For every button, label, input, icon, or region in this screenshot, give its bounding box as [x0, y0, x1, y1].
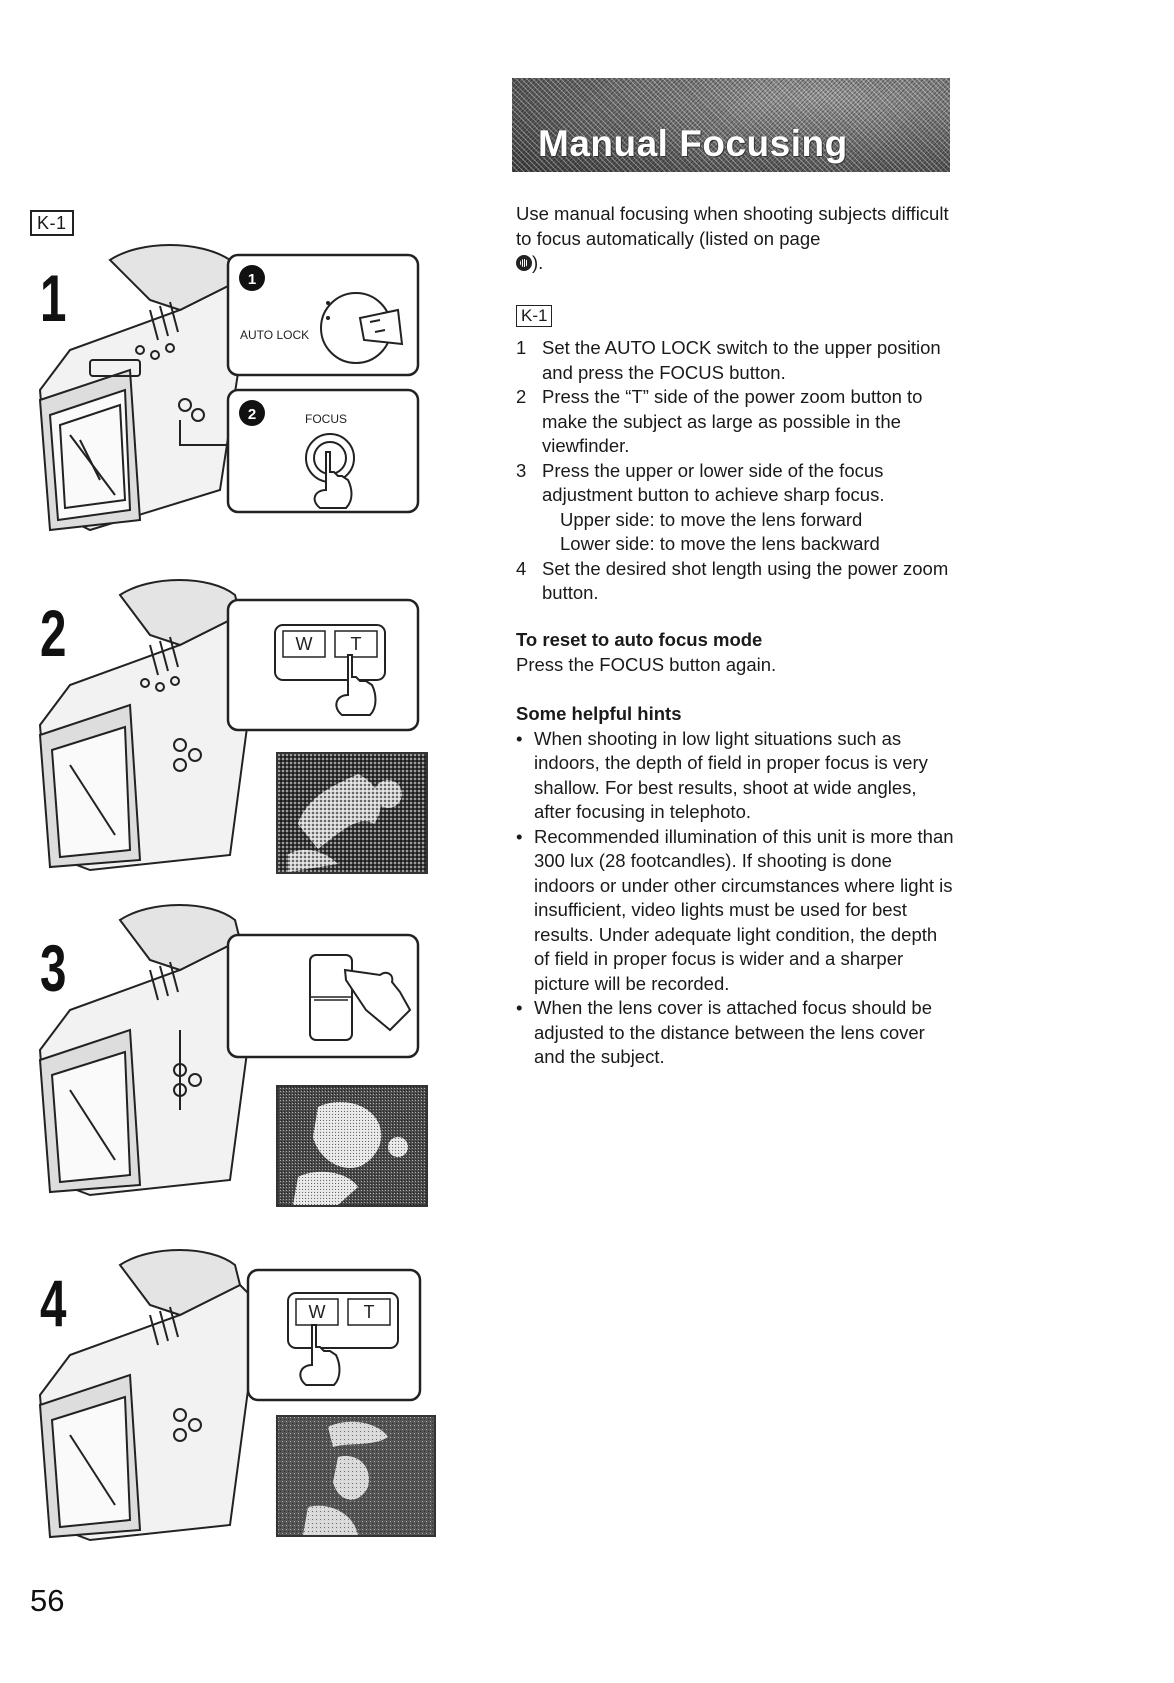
zoom-w-label: W — [296, 634, 313, 654]
hint-item: When the lens cover is attached focus sh… — [516, 996, 956, 1070]
step-sub-item: Upper side: to move the lens forward — [560, 508, 863, 530]
intro-end: ). — [532, 252, 544, 273]
figure-step-2: W T — [30, 555, 460, 875]
zoom-callout-2 — [246, 1268, 422, 1402]
figure-step-4: W T — [30, 1225, 460, 1545]
hints-heading: Some helpful hints — [516, 703, 682, 724]
intro-paragraph: Use manual focusing when shooting subjec… — [516, 202, 956, 276]
section-k1: K-1 — [516, 303, 956, 328]
auto-lock-callout — [226, 253, 420, 377]
figure-step-number: 1 — [40, 261, 67, 335]
k1-badge: K-1 — [30, 210, 74, 236]
figure-step-number: 4 — [40, 1266, 67, 1340]
title-banner: Manual Focusing — [512, 78, 950, 172]
page-reference-icon — [516, 255, 532, 271]
zoom-t-label-2: T — [364, 1302, 375, 1322]
callout-number-1: 1 — [248, 271, 256, 288]
focus-callout — [226, 388, 420, 514]
viewfinder-photo-1 — [276, 752, 428, 874]
focus-label: FOCUS — [305, 412, 347, 426]
zoom-t-label: T — [351, 634, 362, 654]
camcorder-illustration-3 — [38, 904, 420, 1197]
step-sub-item: Lower side: to move the lens backward — [560, 533, 880, 554]
intro-text: Use manual focusing when shooting subjec… — [516, 203, 949, 249]
camcorder-illustration-2: W T — [38, 579, 420, 872]
hint-item: When shooting in low light situations su… — [516, 727, 956, 825]
auto-lock-label: AUTO LOCK — [240, 328, 309, 342]
figure-step-3 — [30, 880, 460, 1200]
figure-step-number: 2 — [40, 596, 67, 670]
reset-heading: To reset to auto focus mode — [516, 629, 763, 650]
figure-step-1: 1 AUTO LOCK 2 FOCUS — [30, 240, 460, 550]
focus-adjust-callout — [226, 933, 420, 1059]
zoom-w-label-2: W — [309, 1302, 326, 1322]
reset-section: To reset to auto focus mode Press the FO… — [516, 628, 956, 677]
reset-text: Press the FOCUS button again. — [516, 653, 777, 675]
camcorder-illustration-4: W T — [38, 1249, 422, 1542]
figure-step-number: 3 — [40, 931, 67, 1005]
page-title: Manual Focusing — [538, 123, 848, 164]
hint-item: Recommended illumination of this unit is… — [516, 825, 956, 997]
callout-number-2: 2 — [248, 406, 256, 423]
viewfinder-photo-3 — [276, 1415, 436, 1537]
section-badge: K-1 — [516, 305, 553, 327]
hints-section: Some helpful hints When shooting in low … — [516, 702, 956, 1070]
camcorder-illustration-1: 1 AUTO LOCK 2 FOCUS — [38, 244, 420, 532]
zoom-callout — [226, 598, 420, 732]
viewfinder-photo-2 — [276, 1085, 428, 1207]
page-number: 56 — [30, 1583, 65, 1618]
